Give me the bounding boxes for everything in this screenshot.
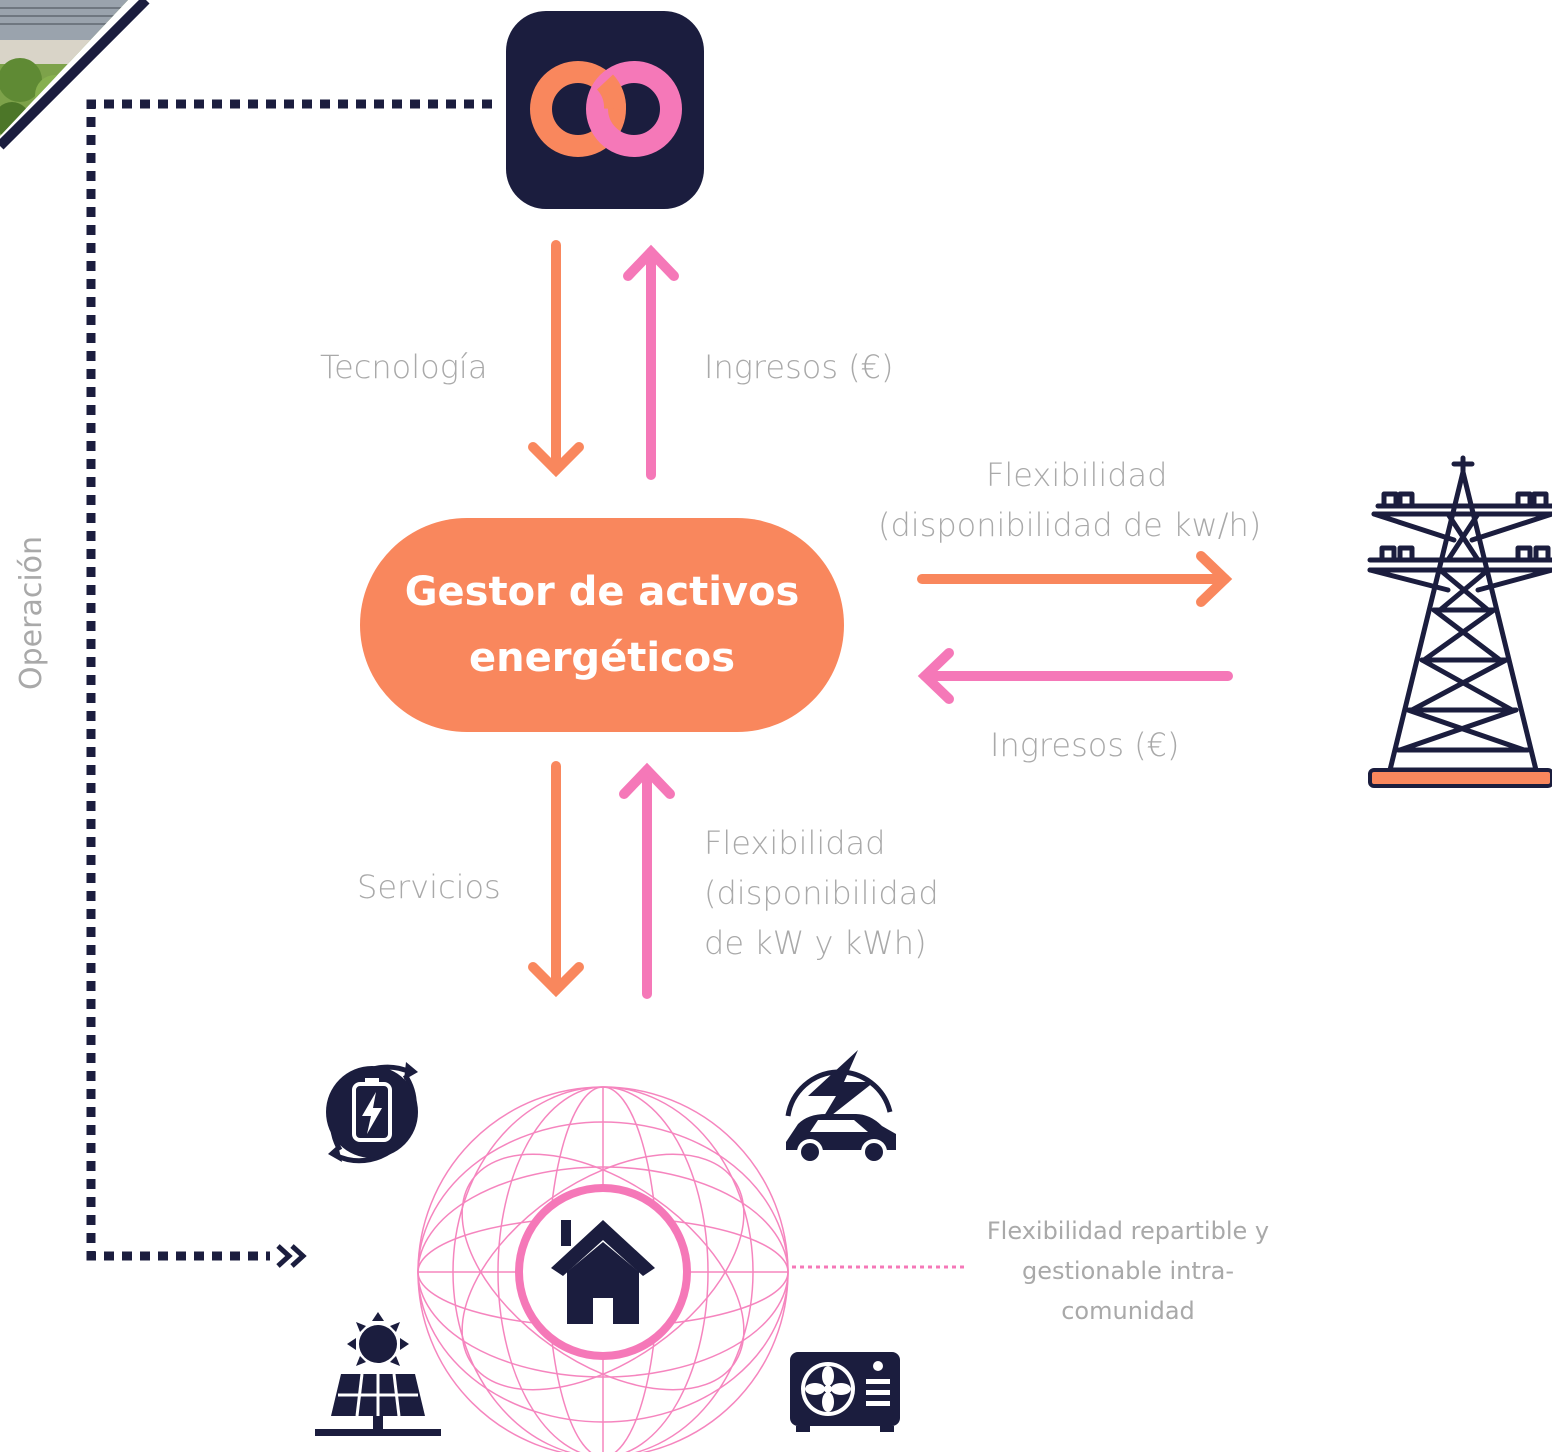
arrow-ingresos-left <box>917 648 1233 704</box>
community-label-2: gestionable intra- <box>1021 1257 1234 1285</box>
arrow-flexibilidad-up <box>619 762 675 999</box>
label-tecnologia: Tecnología <box>320 348 488 386</box>
heat-pump-icon <box>790 1352 900 1432</box>
label-operacion: Operación <box>14 535 49 690</box>
label-flex-grid-1: Flexibilidad <box>986 456 1168 494</box>
community-label-1: Flexibilidad repartible y <box>986 1217 1270 1245</box>
ev-charging-icon <box>785 1050 896 1165</box>
solar-panel-icon <box>315 1312 441 1436</box>
hub-title: Gestor de activos energéticos <box>404 569 800 681</box>
double-chevron-icon <box>276 1244 307 1268</box>
label-servicios: Servicios <box>357 868 501 906</box>
logo-tile <box>506 11 704 209</box>
arrow-flexibilidad-right <box>917 551 1233 607</box>
arrow-ingresos-up <box>623 244 679 480</box>
battery-cycle-icon <box>326 1062 418 1164</box>
label-flex-bottom-2: (disponibilidad <box>704 874 939 912</box>
label-flex-grid-2: (disponibilidad de kw/h) <box>878 506 1262 544</box>
community-label-3: comunidad <box>1061 1297 1195 1325</box>
community-label: Flexibilidad repartible y gestionable in… <box>960 1211 1296 1331</box>
operation-dotted-path <box>86 99 492 1261</box>
logo-infinity-icon <box>530 61 682 157</box>
label-flex-bottom-3: de kW y kWh) <box>704 924 927 962</box>
transmission-tower-icon <box>1367 455 1552 788</box>
corner-photo <box>0 0 150 150</box>
home-icon <box>551 1220 655 1324</box>
arrow-servicios-down <box>528 761 584 998</box>
arrow-tecnologia-down <box>528 240 584 478</box>
asset-manager-hub: Gestor de activos energéticos <box>360 518 844 732</box>
label-ingresos-grid: Ingresos (€) <box>990 726 1180 764</box>
label-flex-bottom-1: Flexibilidad <box>704 824 886 862</box>
label-ingresos-top: Ingresos (€) <box>704 348 894 386</box>
